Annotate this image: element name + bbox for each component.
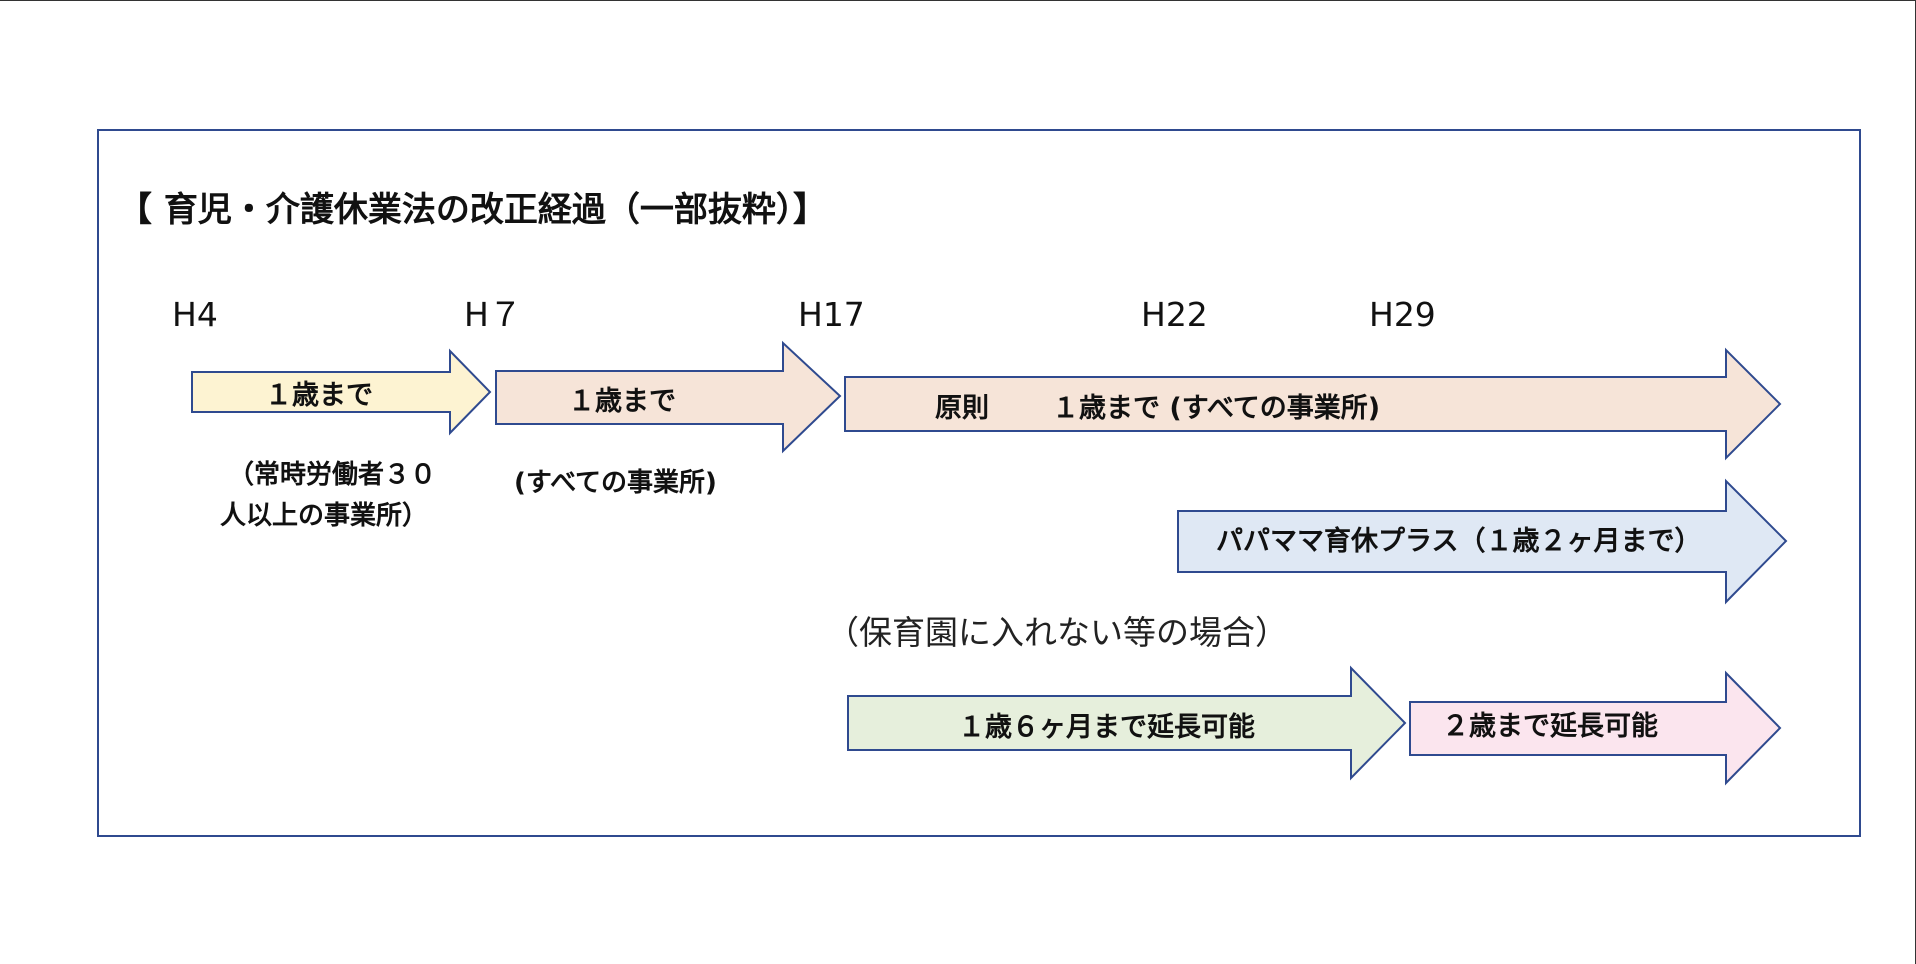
arrow-h4 <box>191 348 492 436</box>
era-label-h4: H4 <box>172 295 218 334</box>
arrow-h17-label-principle: 原則 <box>935 393 989 424</box>
h4-scope-line-2: 人以上の事業所） <box>220 501 428 531</box>
diagram-title: 【 育児・介護休業法の改正経過（一部抜粋）】 <box>118 190 827 230</box>
h7-scope: (すべての事業所) <box>514 468 717 498</box>
arrow-extension-2y <box>1409 670 1782 786</box>
nursery-note: （保育園に入れない等の場合） <box>826 613 1288 652</box>
h4-scope-line-1: （常時労働者３０ <box>228 460 436 490</box>
era-label-h29: H29 <box>1369 295 1436 334</box>
arrow-extension-1y6m <box>847 665 1407 781</box>
arrow-papa-mama-plus-label: パパママ育休プラス（１歳２ヶ月まで） <box>1216 525 1701 557</box>
arrow-h7-label: １歳まで <box>568 386 676 417</box>
era-label-h17: H17 <box>798 295 865 334</box>
era-label-h22: H22 <box>1141 295 1208 334</box>
arrow-h17 <box>844 347 1782 461</box>
arrow-papa-mama-plus <box>1177 478 1788 605</box>
era-label-h7: H７ <box>464 295 522 334</box>
arrow-extension-1y6m-label: １歳６ヶ月まで延長可能 <box>958 711 1255 743</box>
arrow-h7 <box>495 340 842 454</box>
arrow-h17-label-all-offices: １歳まで (すべての事業所) <box>1052 393 1380 424</box>
arrow-h4-label: １歳まで <box>265 380 373 411</box>
arrow-extension-2y-label: ２歳まで延長可能 <box>1442 710 1658 742</box>
